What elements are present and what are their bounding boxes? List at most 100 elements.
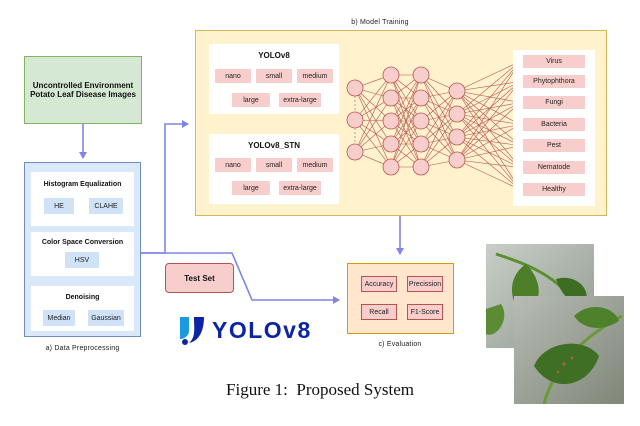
chip-gaussian: Gaussian — [88, 310, 124, 326]
network-edge — [354, 74, 392, 153]
class-virus: Virus — [523, 55, 585, 68]
network-output-edge — [456, 159, 521, 168]
chip-he: HE — [44, 198, 74, 214]
input-images-box: Uncontrolled Environment Potato Leaf Dis… — [24, 56, 142, 124]
network-node — [412, 112, 430, 130]
color-space-title: Color Space Conversion — [41, 238, 124, 246]
network-output-edge — [456, 61, 521, 92]
network-node — [448, 82, 466, 100]
network-edge — [420, 113, 458, 168]
network-edge — [390, 97, 422, 168]
network-output-edge — [456, 136, 521, 190]
network-output-edge — [456, 145, 521, 161]
metric-accuracy: Accuracy — [361, 276, 397, 292]
network-node — [382, 89, 400, 107]
network-edge — [390, 74, 422, 168]
network-output-edge — [456, 61, 521, 161]
chip-hsv: HSV — [65, 252, 99, 268]
stn-large: large — [232, 181, 270, 195]
metric-precision: Precission — [407, 276, 443, 292]
preprocessing-caption: a) Data Preprocessing — [45, 344, 120, 352]
metric-recall: Recall — [361, 304, 397, 320]
network-edge — [354, 87, 392, 168]
yolov8-small: small — [256, 69, 292, 83]
network-output-edge — [456, 90, 521, 125]
training-caption: b) Model Training — [351, 18, 409, 26]
network-output-edge — [456, 61, 521, 115]
network-output-edge — [456, 90, 521, 168]
yolov8-extra-large: extra-large — [279, 93, 321, 107]
network-output-edge — [456, 81, 521, 92]
test-set-box: Test Set — [165, 263, 234, 293]
evaluation-caption: c) Evaluation — [378, 340, 422, 348]
figure-caption: Figure 1: Proposed System — [226, 380, 414, 399]
arrow-preprocessing-to-evaluation — [141, 252, 340, 304]
class-phytophthora: Phytophthora — [523, 75, 585, 88]
network-output-edge — [456, 81, 521, 161]
network-output-edge — [456, 136, 521, 146]
leaf-photo-front — [514, 296, 624, 404]
network-node — [382, 158, 400, 176]
network-node — [412, 89, 430, 107]
network-node — [382, 66, 400, 84]
network-output-edge — [456, 124, 521, 138]
yolov8-nano: nano — [215, 69, 251, 83]
ultralytics-logo-icon — [180, 317, 204, 345]
class-bacteria: Bacteria — [523, 118, 585, 131]
class-healthy: Healthy — [523, 183, 585, 196]
network-edge — [390, 120, 422, 168]
network-node — [346, 111, 364, 129]
input-line-1: Uncontrolled Environment — [32, 81, 134, 90]
stn-extra-large: extra-large — [279, 181, 321, 195]
yolov8-large: large — [232, 93, 270, 107]
arrow-preprocessing-to-training — [141, 120, 189, 254]
network-edge — [354, 119, 392, 168]
yolov8-logo-text: YOLOv8 — [212, 317, 312, 343]
network-node — [382, 135, 400, 153]
stn-small: small — [256, 158, 292, 172]
network-output-edge — [456, 61, 521, 138]
yolov8-medium: medium — [297, 69, 333, 83]
metric-f1-score: F1-Score — [407, 304, 443, 320]
network-output-edge — [456, 90, 521, 146]
network-output-edge — [456, 81, 521, 138]
yolov8-title: YOLOv8 — [258, 50, 290, 60]
histogram-title: Histogram Equalization — [43, 180, 122, 188]
neural-network-diagram — [346, 61, 521, 190]
stn-nano: nano — [215, 158, 251, 172]
network-edge — [390, 74, 422, 122]
network-node — [346, 79, 364, 97]
network-edge — [354, 97, 392, 153]
network-node — [412, 66, 430, 84]
network-edge — [420, 90, 458, 145]
class-pest: Pest — [523, 139, 585, 152]
network-output-edge — [456, 90, 521, 190]
network-node — [412, 135, 430, 153]
denoising-title: Denoising — [65, 293, 100, 301]
network-output-edge — [456, 90, 521, 103]
network-edge — [354, 74, 392, 121]
network-output-edge — [456, 136, 521, 168]
chip-clahe: CLAHE — [89, 198, 123, 214]
evaluation-panel — [347, 263, 454, 334]
network-node — [448, 105, 466, 123]
network-output-edge — [456, 81, 521, 115]
network-edge — [354, 87, 392, 145]
network-edge — [390, 74, 422, 145]
network-output-edge — [456, 113, 521, 168]
class-fungi: Fungi — [523, 96, 585, 109]
network-output-edge — [456, 124, 521, 161]
stn-medium: medium — [297, 158, 333, 172]
class-nematode: Nematode — [523, 161, 585, 174]
network-output-edge — [456, 102, 521, 161]
input-line-2: Potato Leaf Disease Images — [30, 90, 136, 99]
chip-median: Median — [43, 310, 75, 326]
network-output-edge — [456, 159, 521, 190]
network-output-edge — [456, 113, 521, 146]
network-node — [448, 151, 466, 169]
network-edge — [420, 90, 458, 168]
network-node — [346, 143, 364, 161]
network-output-edge — [456, 102, 521, 115]
network-output-edge — [456, 102, 521, 138]
